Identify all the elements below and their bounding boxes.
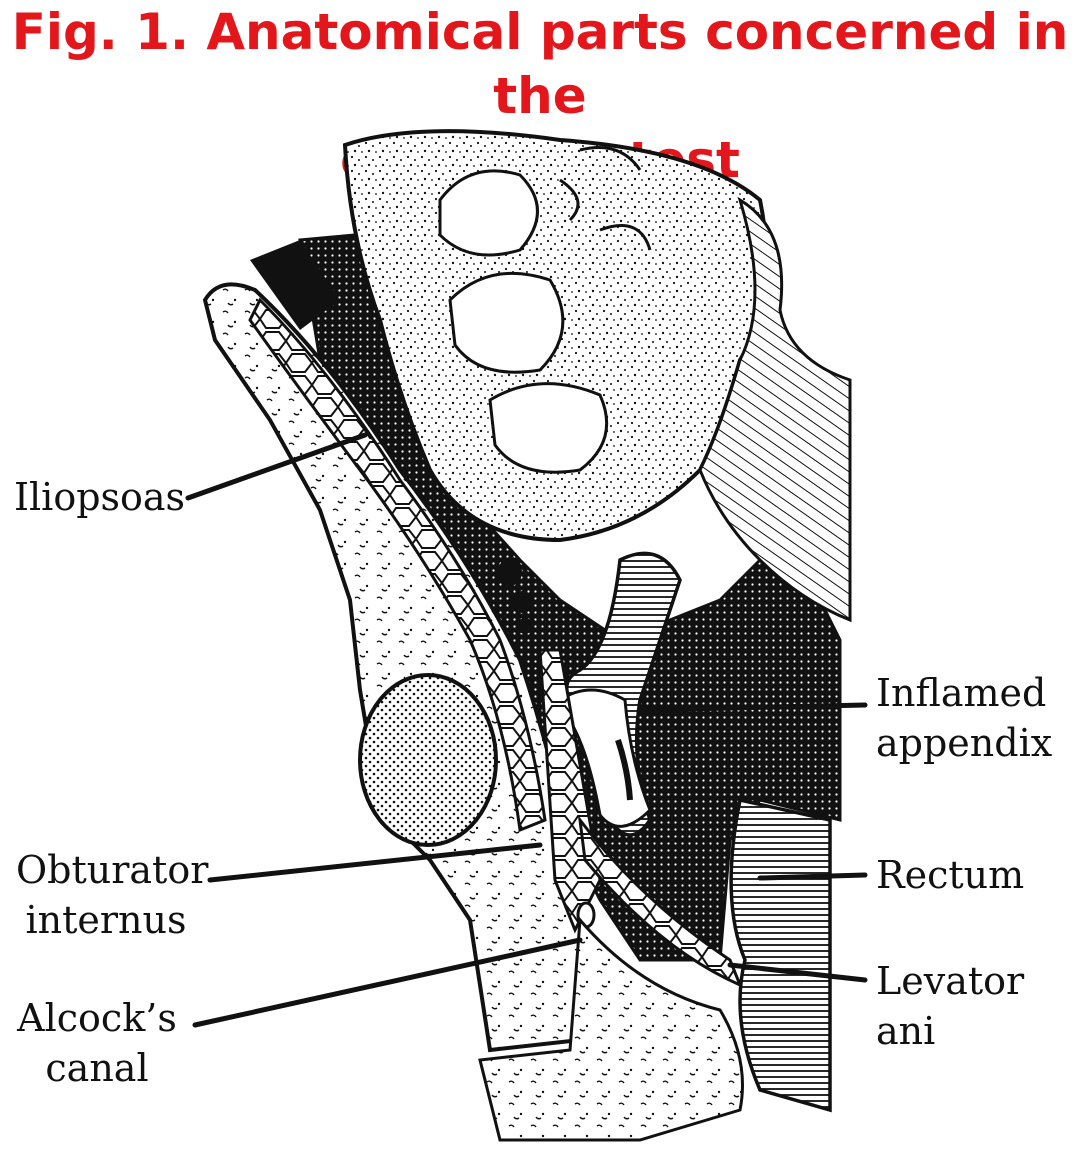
- vessel-2: [512, 591, 532, 613]
- leader-alcocks-canal: [192, 937, 583, 1028]
- label-obturator-internus-line-2: internus: [25, 898, 187, 942]
- ischiorectal-fat: [478, 916, 744, 1142]
- vessel-1: [498, 558, 522, 586]
- rectum: [729, 797, 832, 1113]
- label-rectum: Rectum: [876, 853, 1025, 897]
- label-alcocks-canal: Alcock’s canal: [14, 993, 180, 1093]
- label-obturator-internus: Obturator internus: [16, 845, 209, 945]
- femoral-head: [358, 673, 498, 847]
- label-levator-ani: Levator ani: [876, 959, 1025, 1053]
- leader-obturator-internus: [207, 842, 543, 883]
- label-alcocks-canal-line-2: canal: [45, 1046, 149, 1090]
- leader-iliopsoas: [185, 432, 368, 501]
- label-inflamed-appendix-line-1: Inflamed: [876, 671, 1047, 715]
- label-inflamed-appendix: Inflamed appendix: [876, 668, 1052, 768]
- label-inflamed-appendix-line-2: appendix: [876, 721, 1053, 765]
- label-alcocks-canal-line-1: Alcock’s: [17, 996, 177, 1040]
- iliopsoas-muscle: [248, 297, 547, 833]
- label-iliopsoas: Iliopsoas: [14, 475, 186, 519]
- figure-title-line-1: Fig. 1. Anatomical parts concerned in th…: [11, 3, 1069, 125]
- leader-levator-ani: [727, 962, 868, 983]
- leader-rectum: [757, 872, 868, 881]
- label-obturator-internus-line-1: Obturator: [16, 848, 209, 892]
- leader-inflamed-appendix: [637, 702, 868, 713]
- vessel-3: [517, 618, 533, 634]
- right-viscera: [698, 196, 852, 623]
